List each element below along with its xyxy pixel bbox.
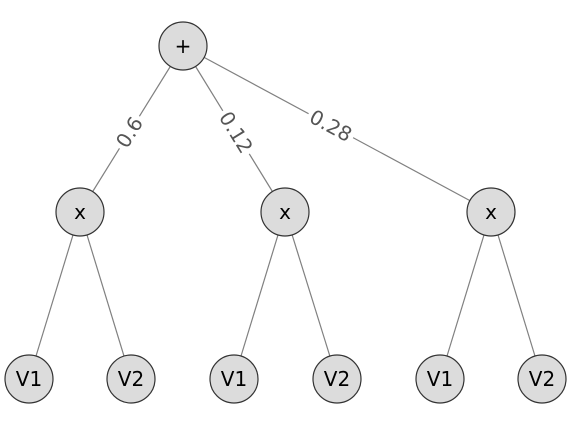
edge-mul1-l1a (28, 211, 81, 380)
node-l2b: V2 (312, 354, 362, 404)
node-l3a: V1 (415, 354, 465, 404)
node-circle (158, 21, 208, 71)
edge-weight-background (211, 103, 261, 161)
node-mul1: x (55, 187, 105, 237)
node-circle (55, 187, 105, 237)
node-l3b: V2 (517, 354, 567, 404)
node-circle (4, 354, 54, 404)
edge-weight-background (302, 102, 360, 150)
node-circle (312, 354, 362, 404)
node-label: x (485, 200, 497, 224)
edge-weight-mul1: 0.6 (108, 109, 151, 156)
edge-weight-mul3: 0.28 (302, 102, 360, 150)
node-label: V1 (221, 367, 247, 391)
edge-mul2-l2a (233, 211, 286, 380)
edge-mul1-l1b (79, 211, 132, 380)
edge-weight-mul2: 0.12 (211, 103, 261, 161)
node-label: V2 (529, 367, 555, 391)
node-mul2: x (260, 187, 310, 237)
node-circle (106, 354, 156, 404)
node-circle (466, 187, 516, 237)
node-mul3: x (466, 187, 516, 237)
node-l2a: V1 (209, 354, 259, 404)
node-circle (209, 354, 259, 404)
node-circle (260, 187, 310, 237)
node-label: V2 (324, 367, 350, 391)
node-circle (517, 354, 567, 404)
edge-mul3-l3a (439, 211, 492, 380)
node-label: x (74, 200, 86, 224)
node-circle (415, 354, 465, 404)
node-root: + (158, 21, 208, 71)
nodes-layer: + x x xV1 V2 V1 V2 V1 V2 (4, 21, 567, 404)
node-label: V1 (427, 367, 453, 391)
node-label: + (175, 34, 192, 58)
node-l1a: V1 (4, 354, 54, 404)
edge-mul3-l3b (490, 211, 543, 380)
edge-weight-background (108, 109, 151, 156)
node-label: x (279, 200, 291, 224)
node-l1b: V2 (106, 354, 156, 404)
edge-labels-layer: 0.6 0.12 0.28 (108, 102, 360, 161)
node-label: V1 (16, 367, 42, 391)
edge-mul2-l2b (284, 211, 338, 380)
node-label: V2 (118, 367, 144, 391)
